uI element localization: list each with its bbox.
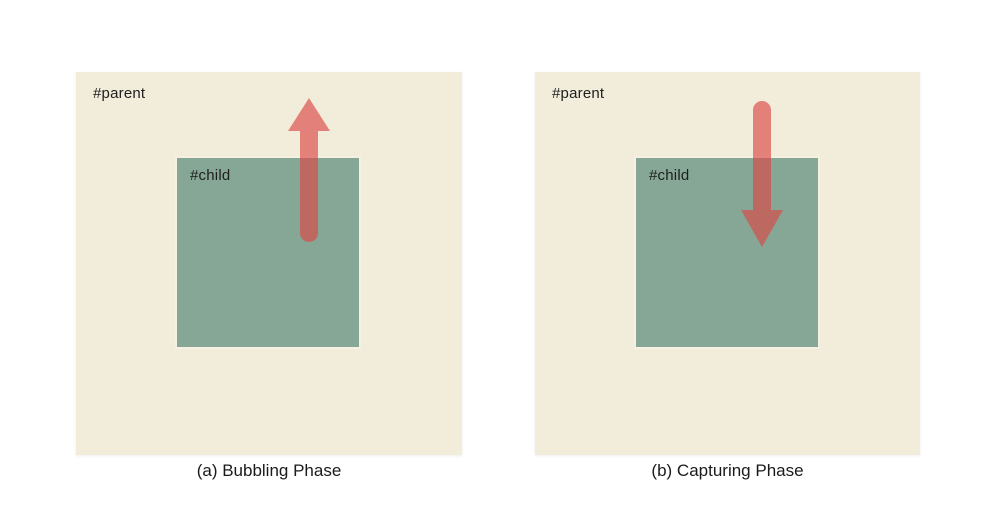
caption-capturing-phase: (b) Capturing Phase [651, 461, 804, 480]
parent-label: #parent [552, 85, 605, 102]
panel-bubbling-child-box: #child [177, 158, 359, 347]
child-label: #child [190, 167, 231, 184]
panel-bubbling-parent-box: #parent #child [76, 72, 462, 455]
child-label: #child [649, 167, 690, 184]
panel-capturing-parent-box: #parent #child [535, 72, 920, 455]
parent-label: #parent [93, 85, 146, 102]
caption-bubbling-phase: (a) Bubbling Phase [196, 461, 342, 480]
panel-capturing-child-box: #child [636, 158, 818, 347]
